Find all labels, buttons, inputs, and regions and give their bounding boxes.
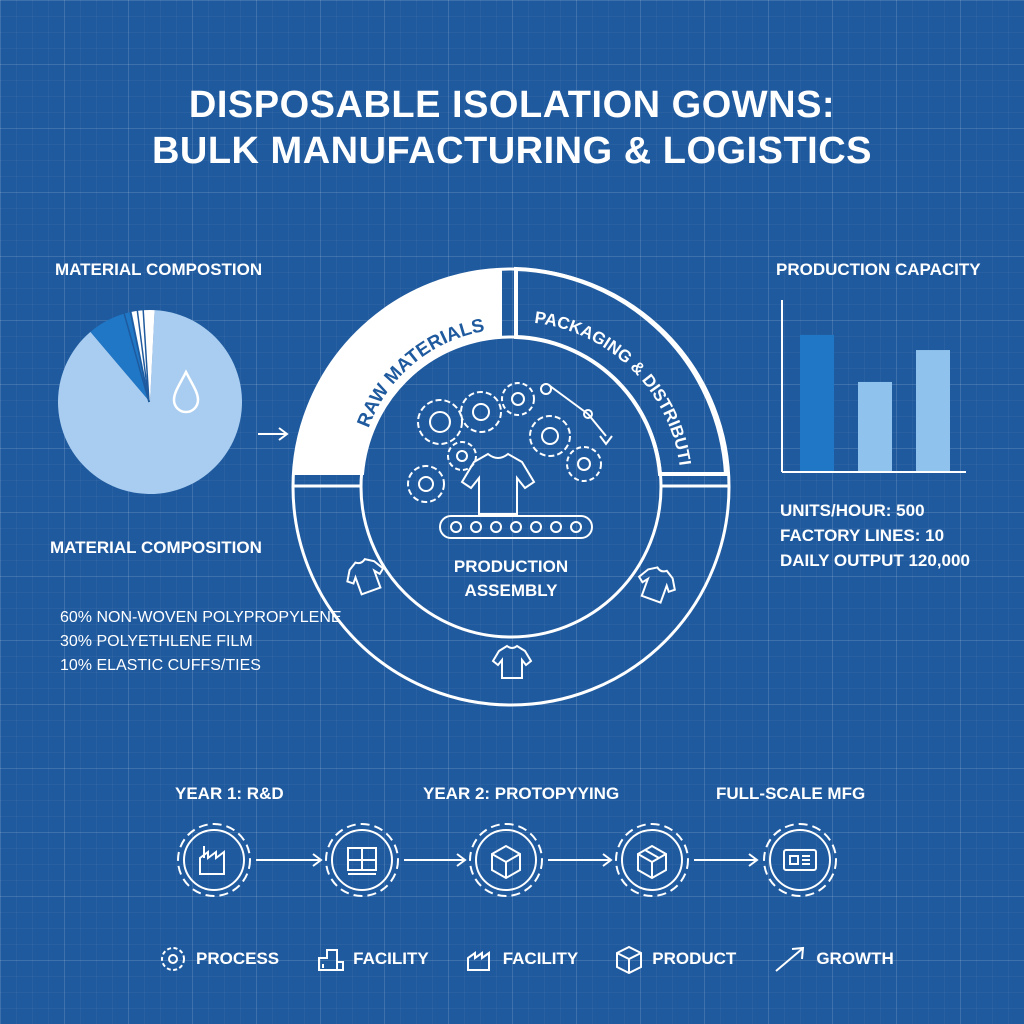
- water-drop-icon: [172, 369, 200, 414]
- box-icon: [616, 945, 643, 974]
- timeline-label-year2: YEAR 2: PROTOPYYING: [423, 784, 620, 803]
- timeline-steps: [177, 823, 837, 897]
- stat-units-hour: UNITS/HOUR: 500: [780, 501, 925, 520]
- title-line-1: DISPOSABLE ISOLATION GOWNS:: [188, 84, 836, 126]
- pie-slice-polypropylene: [58, 310, 242, 494]
- shipping-icon: [783, 849, 817, 871]
- raw-materials-segment: [293, 267, 502, 475]
- robot-arm-icon: [540, 383, 613, 446]
- legend-item-growth: GROWTH: [772, 944, 894, 974]
- packaging-segment: [514, 266, 729, 476]
- gown-icon-left: [346, 558, 385, 596]
- legend-item-process: PROCESS: [158, 944, 279, 974]
- capacity-bar: [916, 350, 950, 471]
- timeline-label-year1: YEAR 1: R&D: [175, 784, 284, 803]
- gown-icon-right: [637, 566, 676, 604]
- package-icon: [637, 844, 667, 880]
- legend-item-facility-1: FACILITY: [315, 944, 429, 974]
- material-item: 60% NON-WOVEN POLYPROPYLENE: [60, 609, 342, 626]
- capacity-bar: [858, 381, 892, 471]
- gown-icon: [460, 452, 536, 515]
- timeline-gear-5: [763, 823, 837, 897]
- timeline-gear-3: [469, 823, 543, 897]
- material-item: 10% ELASTIC CUFFS/TIES: [60, 657, 261, 674]
- box-icon: [491, 844, 521, 880]
- material-heading-bottom: MATERIAL COMPOSITION: [50, 538, 262, 557]
- stat-daily-output: DAILY OUTPUT 120,000: [780, 551, 970, 570]
- production-cycle-diagram: RAW MATERIALS PACKAGING & DISTRIBUTION P…: [288, 264, 731, 707]
- material-item: 30% POLYETHLENE FILM: [60, 633, 253, 650]
- gown-icon-bottom: [491, 644, 533, 679]
- factory-icon: [199, 846, 225, 875]
- capacity-stats: UNITS/HOUR: 500 FACTORY LINES: 10 DAILY …: [780, 498, 970, 573]
- timeline-gear-2: [325, 823, 399, 897]
- factory-icon: [466, 951, 490, 971]
- blueprint-icon: [347, 847, 377, 875]
- page-title: DISPOSABLE ISOLATION GOWNS: BULK MANUFAC…: [0, 82, 1024, 174]
- gear-icon: [161, 947, 185, 971]
- timeline-gear-4: [615, 823, 689, 897]
- title-line-2: BULK MANUFACTURING & LOGISTICS: [151, 130, 873, 172]
- material-pie-chart: [58, 306, 242, 494]
- conveyor-icon: [439, 515, 593, 539]
- stat-factory-lines: FACTORY LINES: 10: [780, 526, 945, 545]
- timeline-label-fullscale: FULL-SCALE MFG: [716, 784, 866, 803]
- timeline-gear-1: [177, 823, 251, 897]
- material-heading-top: MATERIAL COMPOSTION: [55, 260, 263, 279]
- capacity-bar: [800, 334, 834, 471]
- capacity-heading: PRODUCTION CAPACITY: [776, 260, 981, 279]
- legend: PROCESS FACILITY FACILITY PRODUCT GROWTH: [158, 944, 894, 974]
- hatch-lines: [123, 306, 150, 403]
- growth-arrow-icon: [775, 946, 805, 972]
- legend-item-facility-2: FACILITY: [465, 944, 578, 974]
- legend-item-product: PRODUCT: [614, 944, 736, 974]
- facility-icon: [318, 949, 345, 971]
- capacity-bar-chart: [781, 300, 966, 473]
- center-label-line2: ASSEMBLY: [465, 581, 559, 600]
- arrow-right-icon: [258, 427, 289, 441]
- material-list: 60% NON-WOVEN POLYPROPYLENE 30% POLYETHL…: [60, 606, 342, 678]
- gears-icon: [407, 382, 602, 503]
- center-label-line1: PRODUCTION: [454, 557, 568, 576]
